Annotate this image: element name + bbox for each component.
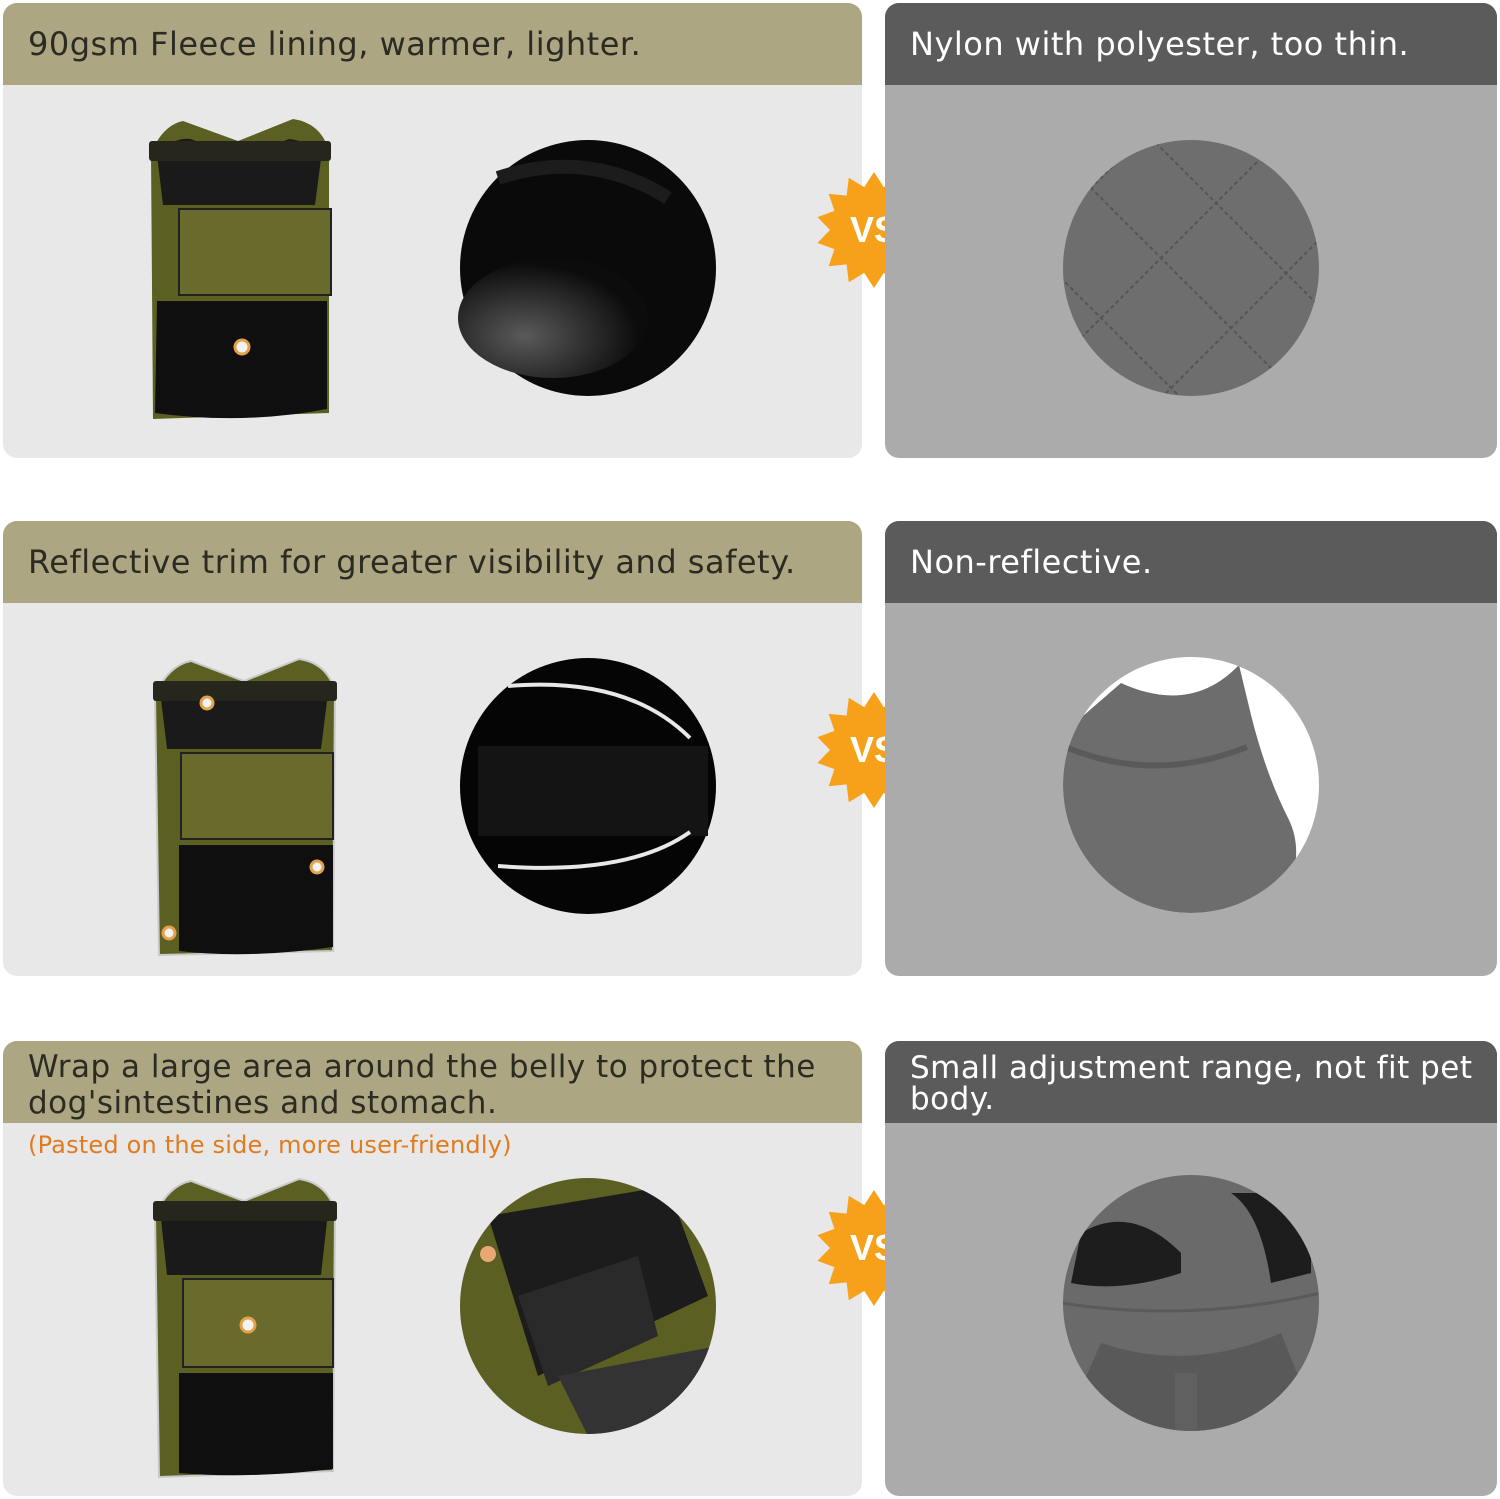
comparison-theirs-panel-3: Small adjustment range, not fit pet body… (885, 1041, 1497, 1496)
comparison-ours-panel-3: Wrap a large area around the belly to pr… (3, 1041, 862, 1496)
ours-header-text-2: Reflective trim for greater visibility a… (28, 543, 796, 581)
theirs-header-2: Non-reflective. (885, 521, 1497, 603)
quilted-nylon-closeup-image (1063, 140, 1319, 396)
ours-header-text-3: Wrap a large area around the belly to pr… (28, 1049, 816, 1121)
comparison-ours-panel-1: 90gsm Fleece lining, warmer, lighter. (3, 3, 862, 458)
puffer-vest-closeup-image (1063, 1175, 1319, 1431)
ours-header-1: 90gsm Fleece lining, warmer, lighter. (3, 3, 862, 85)
ours-header-3: Wrap a large area around the belly to pr… (3, 1041, 862, 1123)
dog-coat-image-3 (153, 1177, 337, 1479)
velcro-belly-closeup-image (460, 1178, 716, 1434)
theirs-header-text-3: Small adjustment range, not fit pet body… (910, 1050, 1473, 1117)
non-reflective-collar-closeup-image (1063, 657, 1319, 913)
theirs-header-text-2: Non-reflective. (910, 543, 1153, 581)
comparison-ours-panel-2: Reflective trim for greater visibility a… (3, 521, 862, 976)
theirs-header-text-1: Nylon with polyester, too thin. (910, 25, 1410, 63)
comparison-theirs-panel-1: Nylon with polyester, too thin. (885, 3, 1497, 458)
ours-header-text-1: 90gsm Fleece lining, warmer, lighter. (28, 25, 642, 63)
dog-coat-image-2 (153, 657, 337, 957)
reflective-trim-closeup-image (460, 658, 716, 914)
ours-header-2: Reflective trim for greater visibility a… (3, 521, 862, 603)
dog-coat-image-1 (149, 119, 332, 419)
theirs-header-1: Nylon with polyester, too thin. (885, 3, 1497, 85)
theirs-header-3: Small adjustment range, not fit pet body… (885, 1041, 1497, 1123)
fleece-closeup-image (458, 140, 716, 396)
comparison-theirs-panel-2: Non-reflective. (885, 521, 1497, 976)
side-paste-note: (Pasted on the side, more user-friendly) (28, 1131, 512, 1159)
